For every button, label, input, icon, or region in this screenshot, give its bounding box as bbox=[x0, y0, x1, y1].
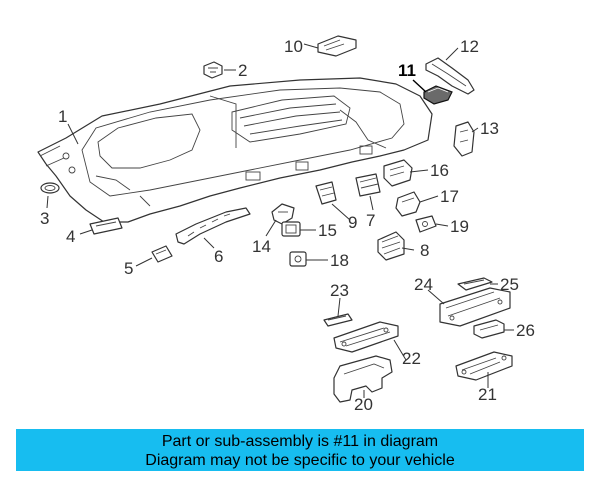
part-14 bbox=[271, 203, 295, 225]
part-3 bbox=[40, 182, 60, 194]
callout-13: 13 bbox=[480, 119, 499, 138]
part-2 bbox=[203, 61, 223, 79]
callout-25: 25 bbox=[500, 275, 519, 294]
part-25 bbox=[457, 277, 493, 291]
callout-12: 12 bbox=[460, 37, 479, 56]
banner-line-1: Part or sub-assembly is #11 in diagram bbox=[161, 433, 439, 450]
callout-labels: 1 2 3 4 5 6 7 8 9 10 11 12 13 14 15 16 1… bbox=[40, 37, 535, 414]
part-17 bbox=[395, 191, 421, 217]
part-7 bbox=[355, 173, 381, 197]
callout-16: 16 bbox=[430, 161, 449, 180]
callout-19: 19 bbox=[450, 217, 469, 236]
part-13 bbox=[453, 121, 475, 157]
leader-lines bbox=[46, 43, 514, 398]
callout-4: 4 bbox=[66, 227, 75, 246]
part-21 bbox=[455, 351, 513, 381]
part-19 bbox=[415, 215, 437, 233]
headliner-part-1 bbox=[37, 77, 433, 223]
callout-5: 5 bbox=[124, 259, 133, 278]
callout-14: 14 bbox=[252, 237, 271, 256]
parts-diagram: 1 2 3 4 5 6 7 8 9 10 11 12 13 14 15 16 1… bbox=[37, 35, 535, 414]
callout-24: 24 bbox=[414, 275, 433, 294]
part-26 bbox=[473, 319, 505, 339]
callout-3: 3 bbox=[40, 209, 49, 228]
callout-23: 23 bbox=[330, 281, 349, 300]
part-9 bbox=[315, 181, 337, 205]
callout-22: 22 bbox=[402, 349, 421, 368]
callout-8: 8 bbox=[420, 241, 429, 260]
part-18 bbox=[289, 251, 307, 267]
callout-26: 26 bbox=[516, 321, 535, 340]
part-4 bbox=[89, 217, 123, 235]
callout-15: 15 bbox=[318, 221, 337, 240]
callout-21: 21 bbox=[478, 385, 497, 404]
part-5 bbox=[151, 245, 173, 263]
callout-11: 11 bbox=[398, 61, 416, 80]
callout-20: 20 bbox=[354, 395, 373, 414]
callout-6: 6 bbox=[214, 247, 223, 266]
part-24 bbox=[439, 287, 511, 327]
part-11-highlighted bbox=[423, 85, 453, 105]
part-15 bbox=[281, 221, 301, 237]
callout-9: 9 bbox=[348, 213, 357, 232]
part-22 bbox=[333, 321, 399, 353]
part-20 bbox=[333, 355, 393, 403]
part-23 bbox=[323, 313, 353, 327]
callout-10: 10 bbox=[284, 37, 303, 56]
callout-7: 7 bbox=[366, 211, 375, 230]
callout-2: 2 bbox=[238, 61, 247, 80]
callout-17: 17 bbox=[440, 187, 459, 206]
part-6 bbox=[175, 207, 251, 245]
callout-1: 1 bbox=[58, 107, 67, 126]
info-banner: Part or sub-assembly is #11 in diagram D… bbox=[16, 429, 584, 471]
banner-line-2: Diagram may not be specific to your vehi… bbox=[145, 452, 455, 469]
part-10 bbox=[317, 35, 357, 57]
part-16 bbox=[383, 159, 413, 187]
callout-18: 18 bbox=[330, 251, 349, 270]
part-12 bbox=[425, 57, 475, 95]
part-8 bbox=[377, 231, 405, 261]
